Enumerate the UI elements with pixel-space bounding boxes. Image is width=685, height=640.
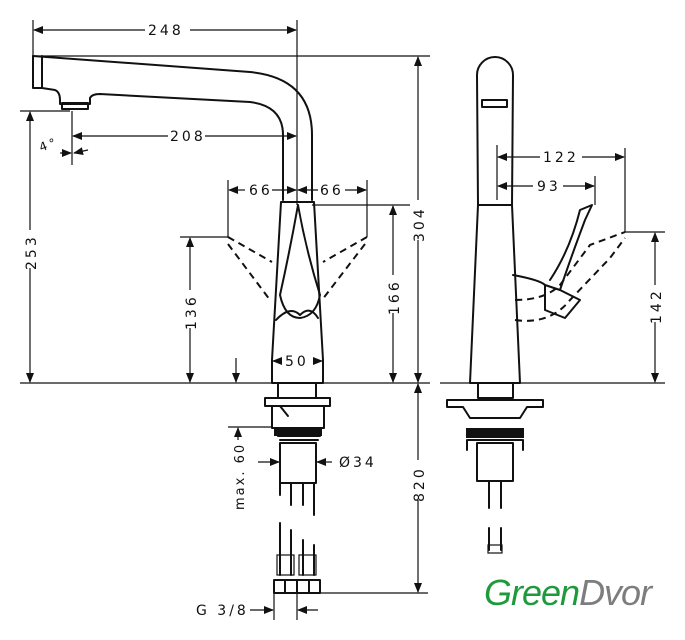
svg-text:GreenDvor: GreenDvor	[484, 572, 654, 613]
dim-304: 304	[412, 206, 428, 242]
dim-g-3-8: G 3/8	[196, 603, 249, 619]
dim-50: 50	[285, 354, 309, 370]
dim-208: 208	[170, 129, 206, 145]
dim-122: 122	[543, 150, 579, 166]
dim-66-left: 66	[249, 183, 273, 199]
dim-136: 136	[184, 294, 200, 330]
logo-dvor: Dvor	[579, 572, 654, 613]
front-view-dimensions: 248 208 4° 253 66 66 136 166 304 50 max.…	[20, 20, 430, 620]
dim-66-right: 66	[320, 183, 344, 199]
dim-93: 93	[537, 179, 561, 195]
dim-diameter-34: Ø34	[339, 455, 377, 471]
greendvor-logo: GreenDvor	[484, 572, 655, 613]
side-view-dimensions: 122 93 142	[496, 145, 665, 383]
dim-angle: 4°	[37, 135, 60, 155]
dim-253: 253	[24, 234, 40, 270]
logo-green: Green	[484, 572, 579, 613]
dim-820: 820	[412, 466, 428, 502]
dim-142: 142	[649, 288, 665, 324]
dim-248: 248	[148, 23, 184, 39]
dim-max-60: max. 60	[233, 443, 248, 510]
dim-166: 166	[387, 279, 403, 315]
side-view-faucet	[440, 56, 665, 554]
aerator-icon	[61, 102, 89, 110]
